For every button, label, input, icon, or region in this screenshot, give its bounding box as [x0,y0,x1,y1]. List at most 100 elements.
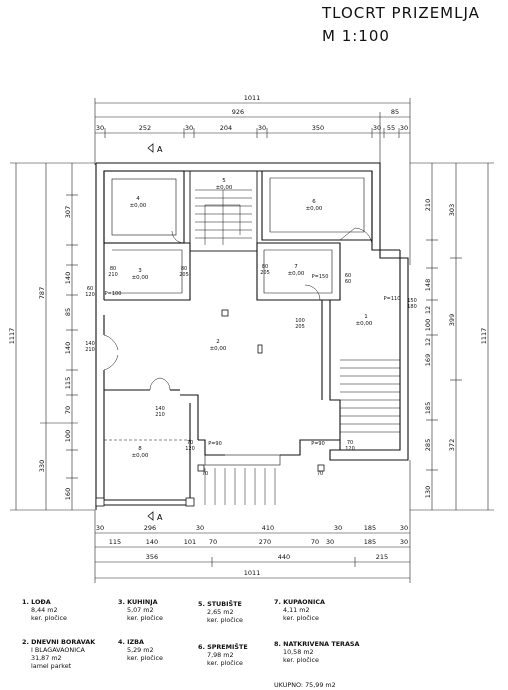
legend-item-6: 6. SPREMIŠTE 7,98 m2 ker. pločice [198,643,248,667]
dim-bottom-total: 1011 [244,569,261,577]
dim-right-399: 399 [448,314,456,326]
dim-b3-2: 215 [376,553,388,561]
dim-top-2: 30 [185,124,193,132]
room-label-7: 7 ±0,00 [288,264,305,277]
opening-1b: 205 [179,272,189,278]
dim-top-8: 30 [400,124,408,132]
legend-item-7: 7. KUPAONICA 4,11 m2 ker. pločice [274,598,325,622]
opening-7: 150 [407,298,417,304]
room-label-4: 4 ±0,00 [130,196,147,209]
room-6-id: 6 [312,199,316,205]
dim-left-7: 160 [64,488,72,500]
dim-b2-0: 115 [109,538,121,546]
dim-left-6: 100 [64,430,72,442]
opening-4: 100 [295,318,305,324]
opening-5b: 205 [260,270,270,276]
dim-top-total: 1011 [244,94,261,102]
dim-right-2: 12 [424,306,432,314]
opening-10b: 120 [345,446,355,452]
dim-b1-4: 30 [334,524,342,532]
right-dim-labels: 1117 303 399 372 210 148 12 100 12 169 1… [424,199,488,498]
dim-left-5: 70 [64,406,72,414]
dim-left-4: 115 [64,377,72,389]
top-dim-labels: 1011 926 85 30 252 30 204 30 350 30 55 3… [96,94,408,132]
room-4-id: 4 [136,196,140,202]
dim-right-7: 285 [424,439,432,451]
columns [95,309,325,507]
dim-left-787: 787 [38,287,46,299]
dim-b2-8: 30 [400,538,408,546]
room-2-floor: ±0,00 [210,346,227,352]
opening-6: 60 [345,273,351,279]
dim-left-0: 307 [64,206,72,218]
opening-13: P=90 [208,441,222,447]
room-label-1: 1 ±0,00 [356,314,373,327]
dim-top-6: 30 [373,124,381,132]
room-3-floor: ±0,00 [132,275,149,281]
opening-8b: 210 [155,412,165,418]
opening-10: 70 [347,440,353,446]
opening-1: 80 [181,266,187,272]
room-5-floor: ±0,00 [216,185,233,191]
legend-item-4: 4. IZBA 5,29 m2 ker. pločice [118,638,163,662]
legend-item-2: 2. DNEVNI BORAVAK I BLAGAVAONICA 31,87 m… [22,638,96,670]
floor-plan: 1011 926 85 30 252 30 204 30 350 30 55 3… [8,94,494,583]
room-1-floor: ±0,00 [356,321,373,327]
opening-6b: 60 [345,279,351,285]
room-6-floor: ±0,00 [306,206,323,212]
room-5-id: 5 [222,178,226,184]
opening-15: P=100 [105,291,122,297]
opening-0: 80 [110,266,116,272]
dim-left-330: 330 [38,460,46,472]
section-label-top: A [157,145,163,154]
room-label-6: 6 ±0,00 [306,199,323,212]
dim-right-total: 1117 [480,328,488,345]
legend-item-8: 8. NATKRIVENA TERASA 10,58 m2 ker. ploči… [274,640,360,664]
opening-9: 70 [187,440,193,446]
dim-b1-5: 185 [364,524,376,532]
room-2-id: 2 [216,339,220,345]
opening-17: P=110 [384,296,401,302]
opening-12: 70 [317,471,323,477]
opening-9b: 120 [185,446,195,452]
dim-right-4: 12 [424,338,432,346]
opening-labels: 80 210 80 205 60 120 140 210 100 205 80 … [85,264,417,477]
room-label-5: 5 ±0,00 [216,178,233,191]
left-dimensions [10,162,95,511]
room-7-floor: ±0,00 [288,271,305,277]
dim-top-4: 30 [258,124,266,132]
dim-left-3: 140 [64,342,72,354]
dim-b1-2: 30 [196,524,204,532]
dim-right-3: 100 [424,319,432,331]
dim-b2-5: 70 [311,538,319,546]
opening-2: 60 [87,286,93,292]
room-label-8: 8 ±0,00 [132,446,149,459]
dim-top-7: 55 [387,124,395,132]
opening-14: P=90 [311,441,325,447]
dim-b3-0: 356 [146,553,158,561]
stairs-room-5 [195,189,252,245]
dim-b1-1: 296 [144,524,156,532]
dim-b1-6: 30 [400,524,408,532]
dim-b2-7: 185 [364,538,376,546]
title-line-2: M 1:100 [322,27,390,45]
dim-top-5: 350 [312,124,324,132]
opening-0b: 210 [108,272,118,278]
dim-right-1: 148 [424,279,432,291]
dim-right-0: 210 [424,199,432,211]
dim-right-5: 169 [424,354,432,366]
opening-5: 80 [262,264,268,270]
left-dim-labels: 1117 787 330 307 140 85 140 115 70 100 1… [8,206,72,500]
room-label-2: 2 ±0,00 [210,339,227,352]
dim-b2-2: 101 [184,538,196,546]
dim-right-6: 185 [424,402,432,414]
bottom-dim-labels: 30 296 30 410 30 185 30 115 140 101 70 2… [96,524,408,577]
room-7-id: 7 [294,264,298,270]
room-8-id: 8 [138,446,142,452]
dim-top-1: 252 [139,124,151,132]
opening-3b: 210 [85,347,95,353]
opening-8: 140 [155,406,165,412]
opening-11: 70 [202,471,208,477]
opening-4b: 205 [295,324,305,330]
dim-right-303: 303 [448,204,456,216]
